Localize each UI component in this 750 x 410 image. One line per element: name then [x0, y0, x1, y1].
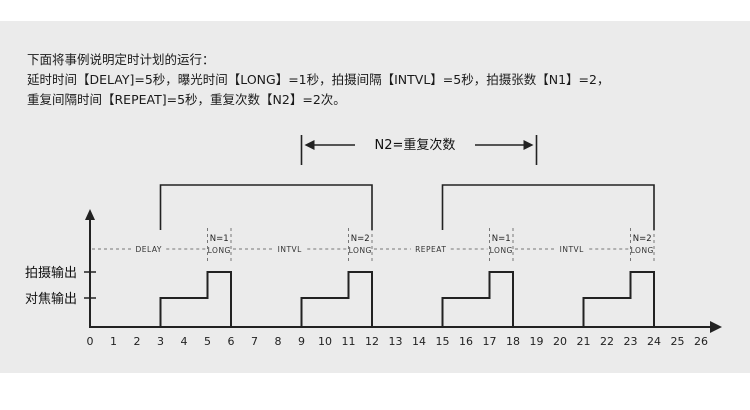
- y-axis-arrow: [85, 209, 95, 220]
- segment-label-repeat: REPEAT: [415, 245, 446, 254]
- n2-arrow-head-left: [304, 140, 315, 150]
- n2-arrow-head-right: [523, 140, 534, 150]
- x-tick-label: 21: [577, 335, 591, 348]
- output-pulse: [300, 271, 373, 327]
- shoot-output-label: 拍摄输出: [25, 265, 77, 281]
- x-tick-label: 19: [530, 335, 544, 348]
- n-count-label: N=2: [633, 234, 652, 244]
- output-pulse: [582, 271, 655, 327]
- x-tick-label: 4: [181, 335, 188, 348]
- description-line-2: 延时时间【DELAY]=5秒，曝光时间【LONG】=1秒，拍摄间隔【INTVL】…: [27, 72, 610, 87]
- x-tick-label: 0: [87, 335, 94, 348]
- x-tick-label: 17: [483, 335, 497, 348]
- x-tick-label: 15: [436, 335, 450, 348]
- n2-repeat-count-label: N2=重复次数: [375, 137, 456, 153]
- x-tick-label: 22: [600, 335, 614, 348]
- n-count-label: N=2: [351, 234, 370, 244]
- x-tick-label: 9: [298, 335, 305, 348]
- x-tick-label: 24: [647, 335, 661, 348]
- x-tick-label: 12: [365, 335, 379, 348]
- x-tick-label: 5: [204, 335, 211, 348]
- long-label: LONG: [490, 246, 513, 255]
- x-tick-label: 23: [624, 335, 638, 348]
- x-tick-label: 14: [412, 335, 426, 348]
- x-tick-label: 20: [553, 335, 567, 348]
- n-count-label: N=1: [210, 234, 229, 244]
- segment-label-intvl-2: INTVL: [560, 245, 585, 254]
- segment-label-delay: DELAY: [136, 245, 163, 254]
- x-tick-label: 25: [671, 335, 685, 348]
- description-text: 下面将事例说明定时计划的运行： 延时时间【DELAY]=5秒，曝光时间【LONG…: [27, 50, 609, 110]
- cycle-bracket: [159, 184, 373, 230]
- x-tick-label: 7: [251, 335, 258, 348]
- x-tick-label: 26: [694, 335, 708, 348]
- x-tick-label: 13: [389, 335, 403, 348]
- description-line-1: 下面将事例说明定时计划的运行：: [27, 52, 215, 67]
- n-count-label: N=1: [492, 234, 511, 244]
- focus-output-label: 对焦输出: [25, 291, 77, 307]
- description-line-3: 重复间隔时间【REPEAT]=5秒，重复次数【N2】=2次。: [27, 92, 346, 107]
- long-label: LONG: [349, 246, 372, 255]
- long-label: LONG: [208, 246, 231, 255]
- x-tick-label: 1: [110, 335, 117, 348]
- x-tick-label: 3: [157, 335, 164, 348]
- segment-label-intvl-1: INTVL: [278, 245, 303, 254]
- cycle-bracket: [441, 184, 655, 230]
- x-tick-label: 11: [342, 335, 356, 348]
- content-panel: [0, 21, 750, 373]
- x-tick-label: 16: [459, 335, 473, 348]
- x-tick-label: 8: [275, 335, 282, 348]
- x-tick-label: 10: [318, 335, 332, 348]
- x-tick-label: 2: [134, 335, 141, 348]
- x-tick-label: 18: [506, 335, 520, 348]
- long-label: LONG: [631, 246, 654, 255]
- output-pulse: [159, 271, 232, 327]
- x-axis-arrow: [710, 321, 722, 333]
- x-tick-label: 6: [228, 335, 235, 348]
- output-pulse: [441, 271, 514, 327]
